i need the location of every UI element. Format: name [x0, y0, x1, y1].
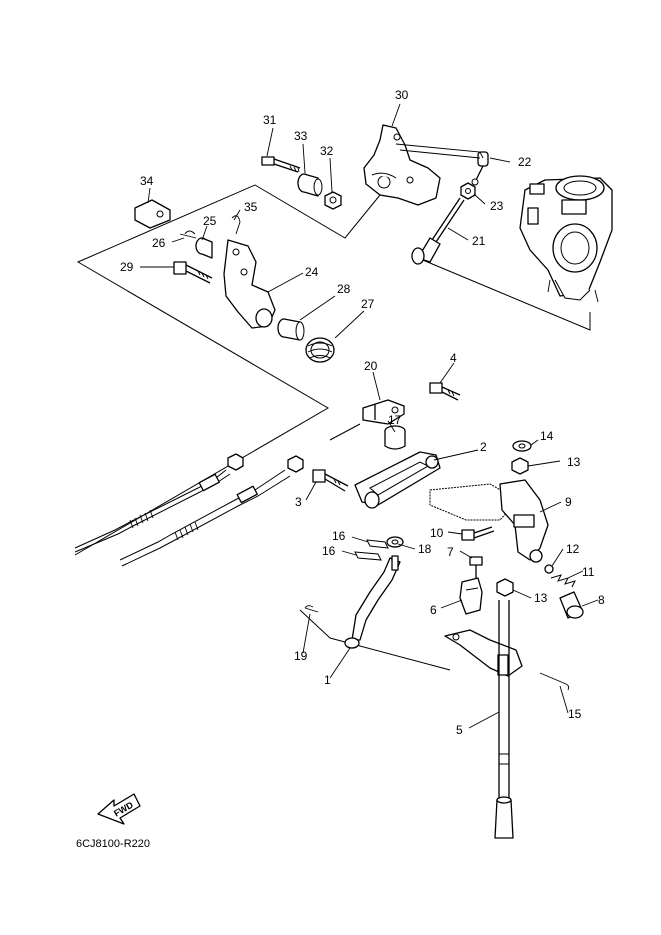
- bolt-3: [312, 469, 349, 492]
- bushing-28: [277, 318, 305, 341]
- nut-23: [460, 182, 476, 200]
- assembly-outline-lines: [74, 184, 591, 671]
- callout-1: 1: [324, 673, 331, 687]
- callout-26: 26: [152, 236, 166, 250]
- callout-13-lower: 13: [534, 591, 548, 605]
- bushing-13-upper: [511, 457, 529, 475]
- diagram-code: 6CJ8100-R220: [76, 838, 150, 850]
- detent-block-6: [459, 577, 483, 615]
- clip-26: [179, 230, 197, 239]
- detent-ball-12: [544, 564, 554, 574]
- bushing-13-lower: [496, 578, 514, 597]
- collar-17: [384, 425, 406, 450]
- callout-21: 21: [472, 234, 486, 248]
- callout-17: 17: [388, 413, 402, 427]
- collar-25: [195, 237, 213, 259]
- clip-35: [231, 215, 241, 235]
- cable-end-20: [362, 399, 405, 425]
- throttle-link-rod: [411, 197, 465, 265]
- callout-3: 3: [295, 495, 302, 509]
- plug-8: [559, 591, 584, 619]
- callout-15: 15: [568, 707, 582, 721]
- callout-5: 5: [456, 723, 463, 737]
- shift-bracket-9: [429, 479, 549, 563]
- cable-joint-34: [134, 199, 171, 229]
- washer-14: [512, 440, 532, 452]
- screw-7: [469, 556, 483, 578]
- shift-shaft-5: [444, 600, 523, 839]
- bolt-4: [429, 382, 461, 401]
- leader-lines: [140, 103, 599, 729]
- ball-joint-22: [471, 151, 489, 186]
- callout-27: 27: [361, 297, 375, 311]
- callout-12: 12: [566, 542, 580, 556]
- callout-6: 6: [430, 603, 437, 617]
- callout-23: 23: [490, 199, 504, 213]
- control-lever-24: [223, 239, 276, 329]
- callout-22: 22: [518, 155, 532, 169]
- throttle-body: [519, 175, 613, 303]
- callout-14: 14: [540, 429, 554, 443]
- callout-9: 9: [565, 495, 572, 509]
- callout-32: 32: [320, 144, 334, 158]
- pin-15: [539, 672, 570, 691]
- callout-10: 10: [430, 526, 444, 540]
- shift-lever-2: [354, 451, 441, 509]
- callout-4: 4: [450, 351, 457, 365]
- spring-27: [305, 337, 335, 363]
- callout-33: 33: [294, 129, 308, 143]
- throttle-lever-bracket: [363, 124, 441, 206]
- callout-13-upper: 13: [567, 455, 581, 469]
- shift-arm-1: [344, 555, 401, 649]
- collar-33: [297, 173, 323, 197]
- bolt-29: [173, 261, 213, 284]
- washer-18: [386, 536, 404, 548]
- callout-8: 8: [598, 593, 605, 607]
- callout-25: 25: [203, 214, 217, 228]
- callout-20: 20: [364, 359, 378, 373]
- callout-18: 18: [418, 542, 432, 556]
- callout-28: 28: [337, 282, 351, 296]
- callout-2: 2: [480, 440, 487, 454]
- fwd-arrow-icon: FWD: [97, 793, 141, 825]
- bolt-31: [261, 156, 301, 173]
- callout-30: 30: [395, 88, 409, 102]
- bolt-10: [461, 526, 495, 541]
- callout-34: 34: [140, 174, 154, 188]
- callout-11: 11: [582, 565, 595, 579]
- callout-19: 19: [294, 649, 308, 663]
- clip-16: [354, 539, 389, 561]
- callout-7: 7: [447, 545, 454, 559]
- callout-29: 29: [120, 260, 134, 274]
- pin-19: [304, 605, 319, 613]
- callout-24: 24: [305, 265, 319, 279]
- nut-32: [324, 191, 342, 210]
- callout-16-lower: 16: [322, 544, 336, 558]
- callout-35: 35: [244, 200, 258, 214]
- control-cables: [74, 453, 304, 567]
- callout-numbers: 30 31 33 32 22 34 23 35 25 21 26 29 24 2…: [120, 88, 605, 737]
- callout-31: 31: [263, 113, 277, 127]
- callout-16-upper: 16: [332, 529, 346, 543]
